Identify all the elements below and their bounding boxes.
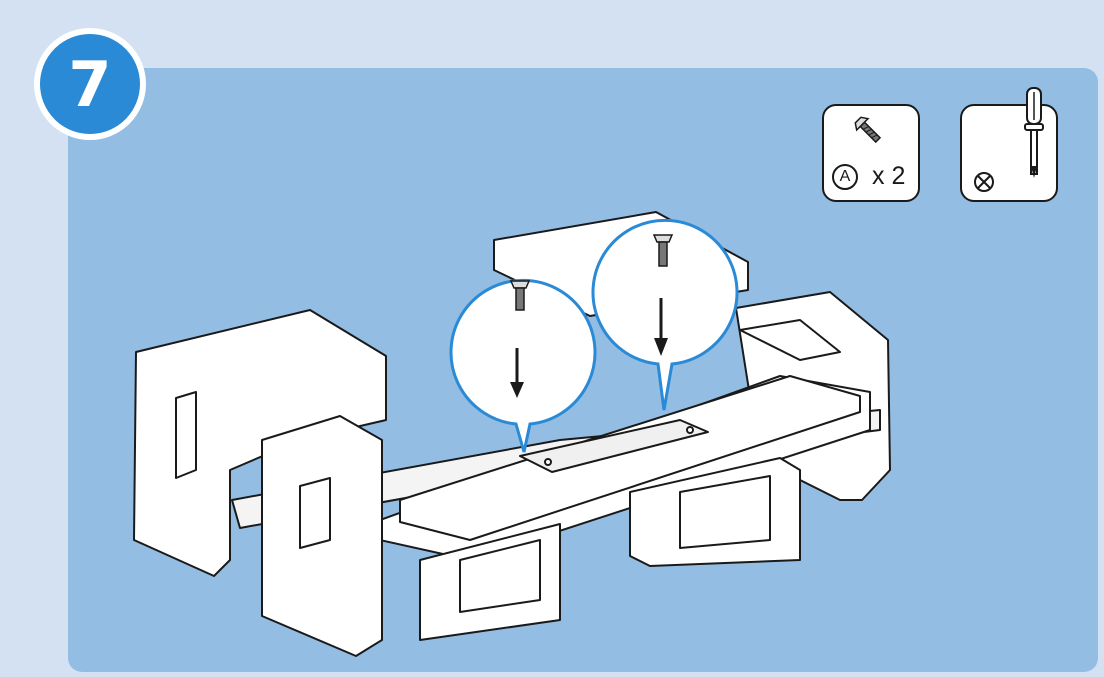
foam-block-front-right xyxy=(629,457,801,567)
part-letter: A xyxy=(839,168,851,185)
step-number: 7 xyxy=(68,47,112,121)
arrow-down-left xyxy=(510,348,524,398)
screwdriver-icon xyxy=(1024,87,1044,178)
foam-block-front-left xyxy=(261,415,383,657)
screw-icon xyxy=(854,116,882,144)
arrow-down-right xyxy=(654,298,668,356)
bracket-plate xyxy=(519,419,709,473)
callout-screw-left xyxy=(509,280,531,311)
part-quantity: x 2 xyxy=(872,162,906,190)
callout-screw-right xyxy=(652,234,674,267)
cross-head-symbol-icon xyxy=(974,172,994,192)
callout-bubble-right xyxy=(591,218,739,411)
parts-box: A x 2 xyxy=(822,104,920,202)
step-number-badge: 7 xyxy=(34,28,146,140)
callout-bubble-left xyxy=(449,278,597,453)
tool-box xyxy=(960,87,1058,202)
foam-block-front-middle xyxy=(419,523,561,641)
part-letter-circle: A xyxy=(832,164,858,190)
